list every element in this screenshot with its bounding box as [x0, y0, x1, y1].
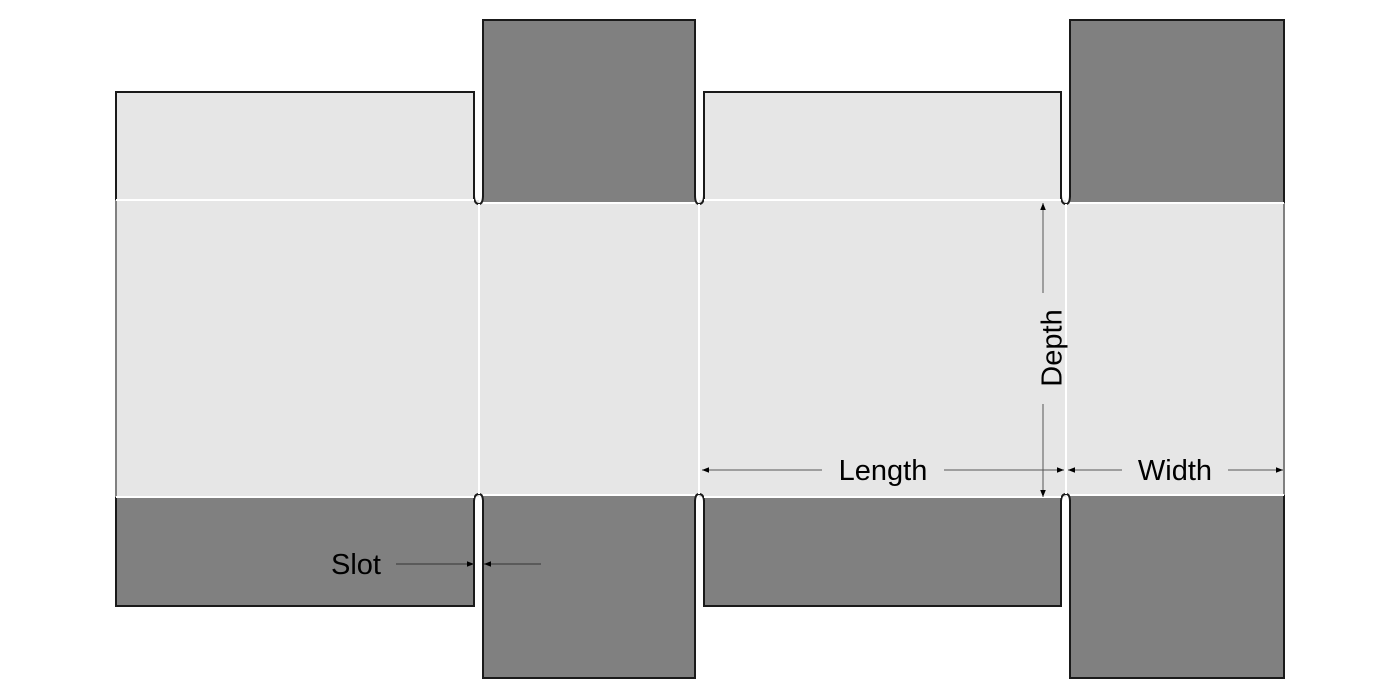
top-flap-length-2	[703, 91, 1062, 200]
bottom-flap-width-1	[483, 495, 695, 678]
fold-lines	[116, 199, 1284, 498]
width-panel-2-body	[1066, 203, 1284, 495]
body-band	[116, 200, 1284, 497]
bottom-flap-length-1	[116, 497, 474, 606]
top-flap-width-1	[483, 20, 695, 203]
bottom-flaps	[115, 495, 1285, 679]
width-panel-1-body	[479, 203, 699, 495]
top-flap-width-2	[1070, 20, 1284, 203]
bottom-flap-length-2	[704, 497, 1061, 606]
slot-label: Slot	[331, 549, 381, 581]
bottom-flap-width-2	[1070, 495, 1284, 678]
length-panel-1-body	[116, 200, 479, 497]
depth-label: Depth	[1037, 309, 1069, 386]
width-label: Width	[1138, 455, 1212, 487]
length-panel-2-body	[699, 200, 1066, 497]
length-label: Length	[839, 455, 928, 487]
top-flaps	[115, 19, 1285, 203]
top-flap-length-1	[115, 91, 475, 200]
